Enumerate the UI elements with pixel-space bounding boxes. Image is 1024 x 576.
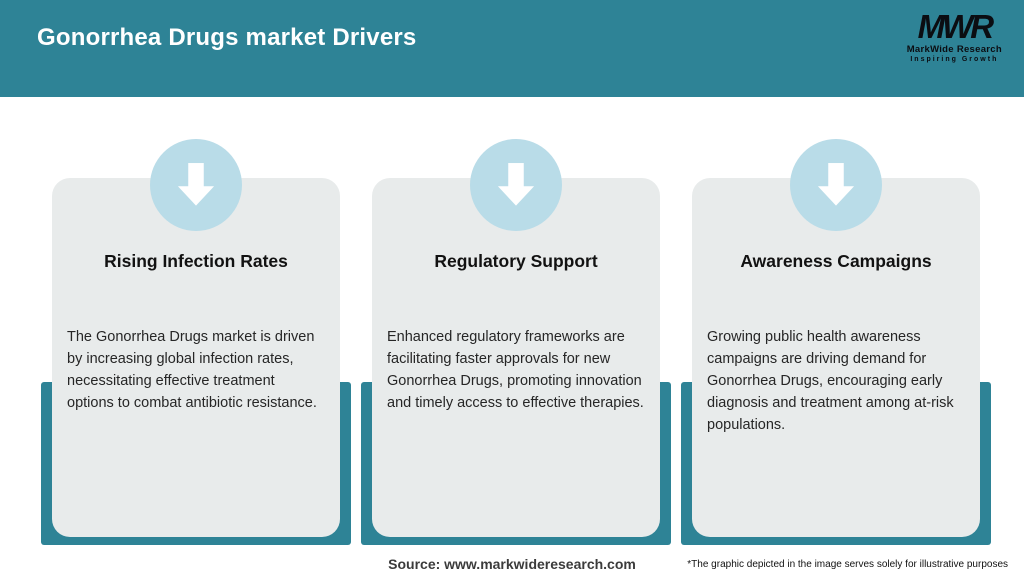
brand-logo: MWR MarkWide Research Inspiring Growth bbox=[907, 10, 1002, 64]
down-arrow-icon bbox=[790, 139, 882, 231]
driver-card-regulatory-support: Regulatory Support Enhanced regulatory f… bbox=[372, 139, 660, 537]
driver-card-rising-infection-rates: Rising Infection Rates The Gonorrhea Dru… bbox=[52, 139, 340, 537]
down-arrow-icon bbox=[470, 139, 562, 231]
card-description: Enhanced regulatory frameworks are facil… bbox=[387, 329, 644, 411]
source-attribution: Source: www.markwideresearch.com bbox=[388, 556, 636, 572]
down-arrow-icon bbox=[150, 139, 242, 231]
driver-card-awareness-campaigns: Awareness Campaigns Growing public healt… bbox=[692, 139, 980, 537]
brand-logo-initials: MWR bbox=[917, 8, 994, 45]
brand-logo-name: MarkWide Research bbox=[906, 44, 1002, 55]
card-title: Awareness Campaigns bbox=[740, 251, 932, 271]
card-title: Rising Infection Rates bbox=[104, 251, 288, 271]
header-bar: Gonorrhea Drugs market Drivers MWR MarkW… bbox=[0, 0, 1024, 97]
card-title: Regulatory Support bbox=[434, 251, 598, 271]
card-description: Growing public health awareness campaign… bbox=[707, 329, 954, 433]
brand-logo-tagline: Inspiring Growth bbox=[910, 56, 999, 63]
card-description: The Gonorrhea Drugs market is driven by … bbox=[67, 329, 317, 411]
disclaimer-note: *The graphic depicted in the image serve… bbox=[681, 559, 1008, 570]
page-title: Gonorrhea Drugs market Drivers bbox=[37, 24, 417, 51]
